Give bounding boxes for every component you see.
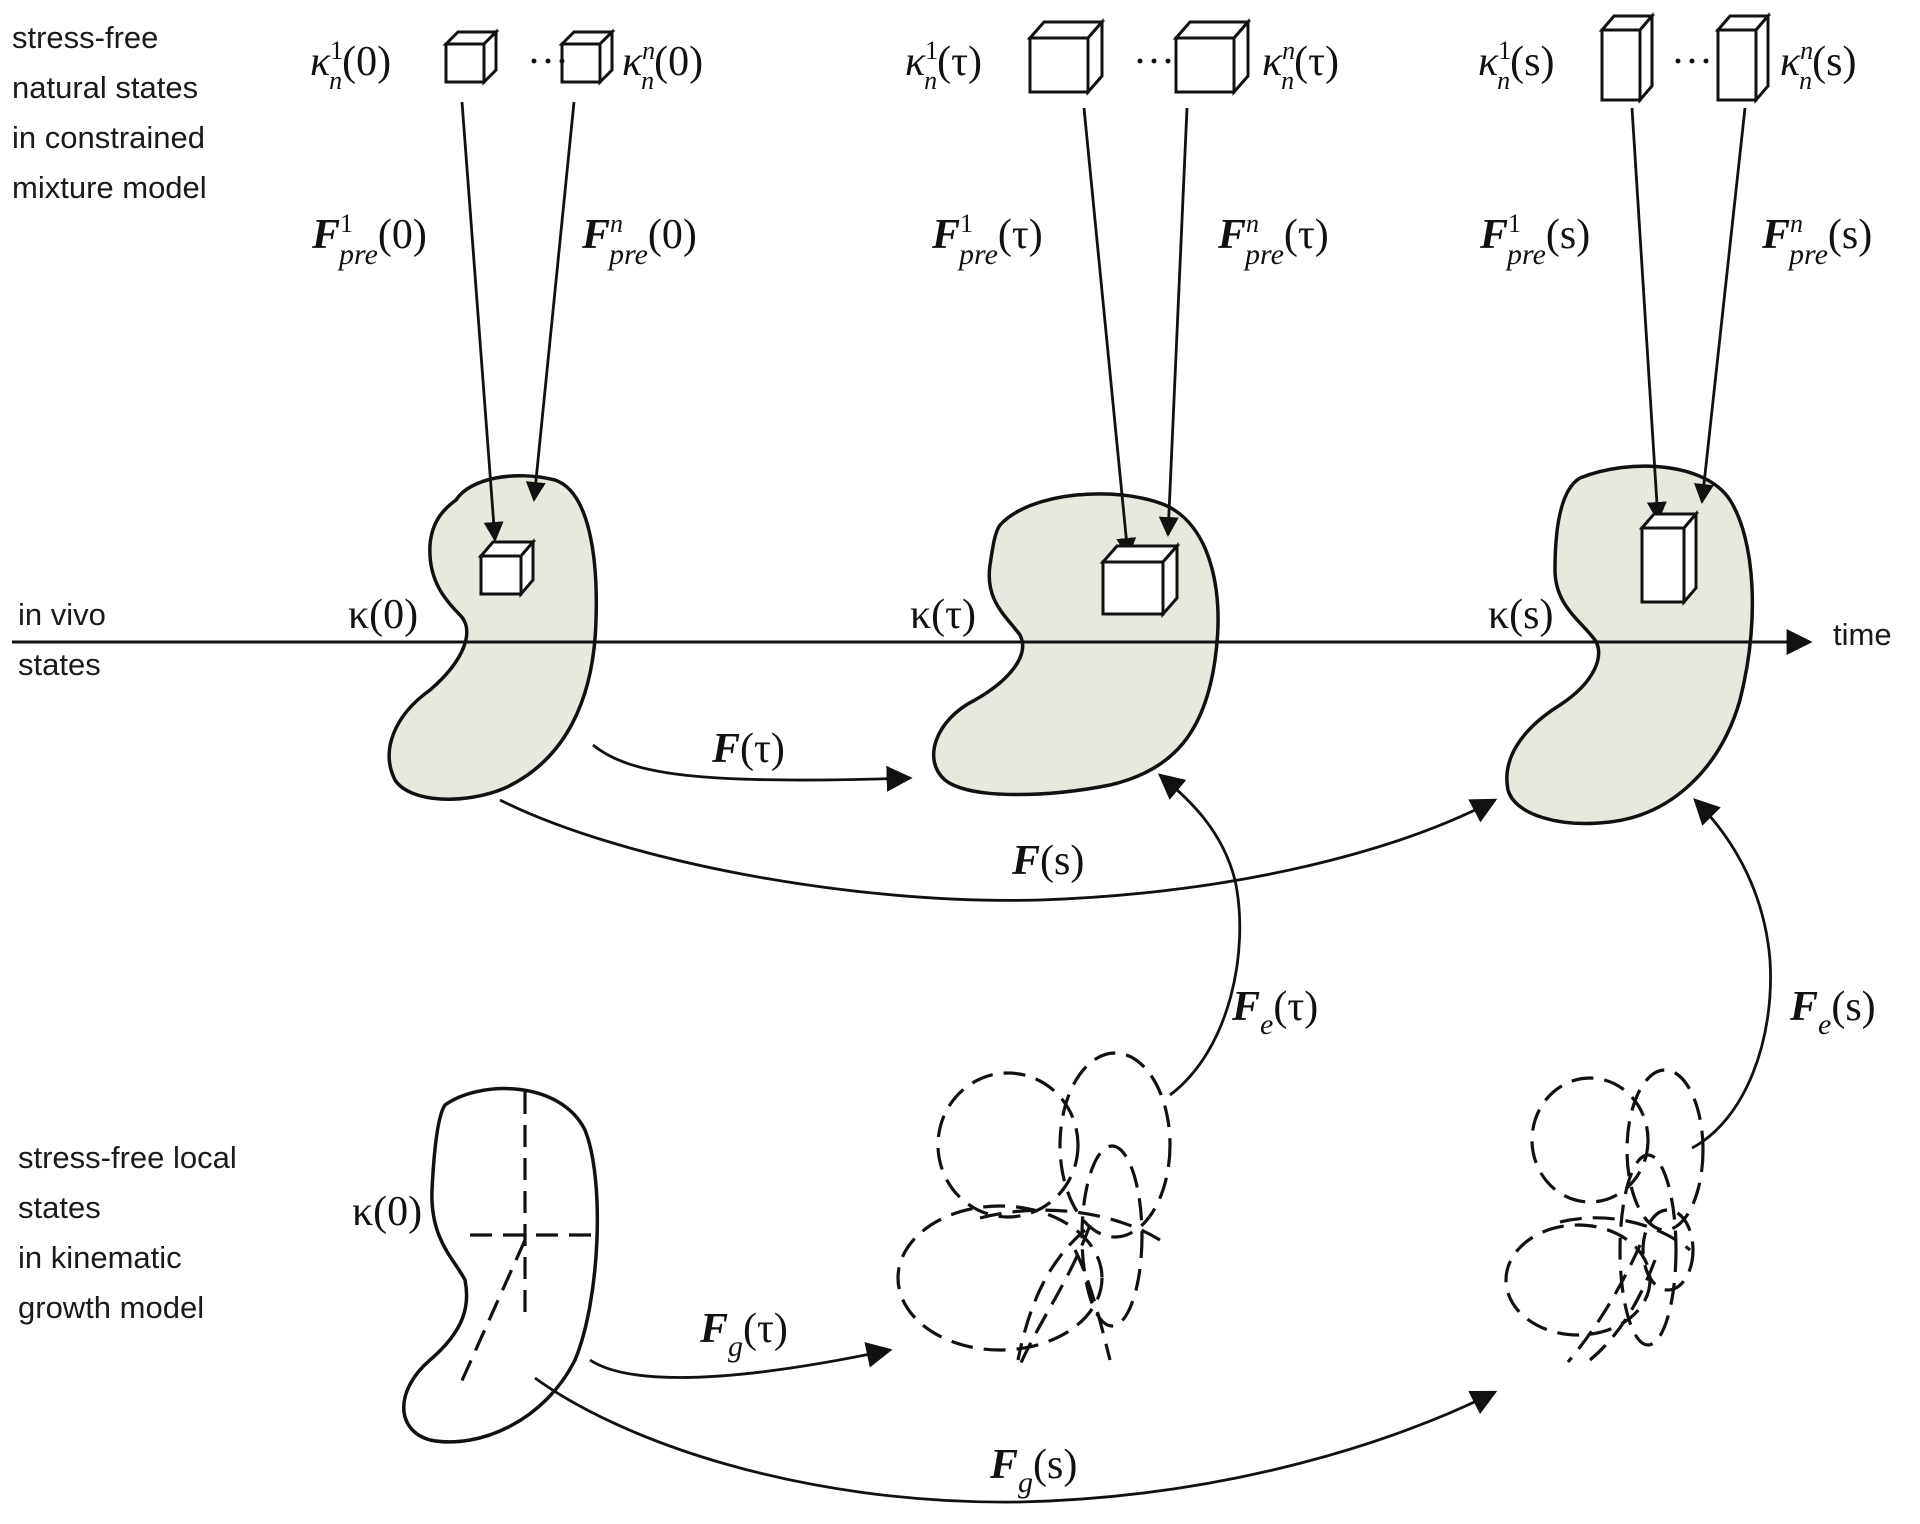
top-row-label-line-4: mixture model bbox=[12, 170, 207, 205]
time-axis: time bbox=[12, 617, 1892, 655]
natural-state-cube-s-last bbox=[1714, 11, 1772, 105]
deformation-arrows bbox=[499, 743, 1498, 902]
growth-reference-blob bbox=[402, 1086, 600, 1444]
top-row-label-line-2: natural states bbox=[12, 70, 198, 105]
natural-states bbox=[442, 11, 1772, 105]
kappa-state-0-label: κ(0) bbox=[348, 592, 418, 638]
local-states: κ(0) bbox=[352, 1051, 1705, 1444]
prestretch-arrow-0-first bbox=[460, 101, 504, 542]
ellipsis-0: ··· bbox=[527, 39, 569, 85]
natural-state-cube-s-first bbox=[1598, 11, 1656, 105]
top-row-label-line-1: stress-free bbox=[12, 20, 158, 55]
bottom-row-label-line-2: states bbox=[18, 1190, 101, 1225]
deformation-arrow-s bbox=[499, 798, 1498, 902]
in-vivo-blob-0 bbox=[387, 474, 599, 801]
deformation-tau-label: F(τ) bbox=[711, 726, 785, 772]
embedded-cube-0 bbox=[477, 537, 537, 599]
growth-state-s bbox=[1504, 1068, 1705, 1364]
embedded-cube-tau bbox=[1099, 542, 1181, 618]
kappa-state-tau-label: κ(τ) bbox=[910, 592, 976, 638]
growth-tau-label: Fg(τ) bbox=[699, 1306, 788, 1363]
bottom-row-label-line-4: growth model bbox=[18, 1290, 204, 1325]
bottom-row-label-line-3: in kinematic bbox=[18, 1240, 182, 1275]
in-vivo-states bbox=[387, 464, 1755, 826]
natural-state-cube-0-last bbox=[558, 28, 616, 86]
middle-row-label-line-2: states bbox=[18, 647, 101, 682]
in-vivo-blob-tau bbox=[932, 492, 1220, 797]
elastic-arrow-s bbox=[1691, 798, 1772, 1150]
prestretch-arrow-s-first bbox=[1630, 107, 1667, 522]
prestretch-arrow-tau-last bbox=[1158, 107, 1189, 537]
in-vivo-blob-s bbox=[1505, 464, 1755, 826]
prestretch-arrows bbox=[460, 101, 1747, 558]
prestretch-arrow-tau-first bbox=[1082, 107, 1137, 558]
middle-row-label-line-1: in vivo bbox=[18, 597, 106, 632]
bottom-row-label-line-1: stress-free local bbox=[18, 1140, 237, 1175]
growth-arrow-s bbox=[534, 1376, 1498, 1504]
elastic-arrows bbox=[1158, 773, 1772, 1150]
natural-state-cube-tau-first bbox=[1026, 18, 1106, 96]
time-axis-label: time bbox=[1833, 617, 1892, 652]
ellipsis-tau: ··· bbox=[1133, 39, 1175, 85]
top-row-label-line-3: in constrained bbox=[12, 120, 205, 155]
growth-arrows bbox=[534, 1342, 1498, 1504]
ellipsis-s: ··· bbox=[1671, 39, 1713, 85]
growth-arrow-tau bbox=[589, 1342, 893, 1379]
deformation-arrow-tau bbox=[592, 743, 913, 792]
growth-s-label: Fg(s) bbox=[989, 1442, 1077, 1499]
embedded-cubes bbox=[477, 509, 1700, 618]
bottom-row-label: stress-free local states in kinematic gr… bbox=[18, 1140, 237, 1325]
natural-state-cube-0-first bbox=[442, 28, 500, 86]
growth-reference-kappa-label: κ(0) bbox=[352, 1189, 422, 1235]
growth-state-tau bbox=[896, 1051, 1172, 1366]
prestretch-arrow-0-last bbox=[525, 101, 576, 502]
kappa-state-s-label: κ(s) bbox=[1488, 592, 1553, 638]
middle-row-label: in vivo states bbox=[18, 597, 106, 682]
elastic-arrow-tau bbox=[1158, 773, 1242, 1097]
elastic-s-label: Fe(s) bbox=[1789, 984, 1876, 1041]
natural-state-cube-tau-last bbox=[1172, 18, 1252, 96]
top-row-label: stress-free natural states in constraine… bbox=[12, 20, 207, 205]
embedded-cube-s bbox=[1638, 509, 1700, 607]
deformation-s-label: F(s) bbox=[1011, 838, 1084, 884]
elastic-tau-label: Fe(τ) bbox=[1231, 984, 1318, 1041]
prestretch-arrow-s-last bbox=[1694, 107, 1747, 504]
